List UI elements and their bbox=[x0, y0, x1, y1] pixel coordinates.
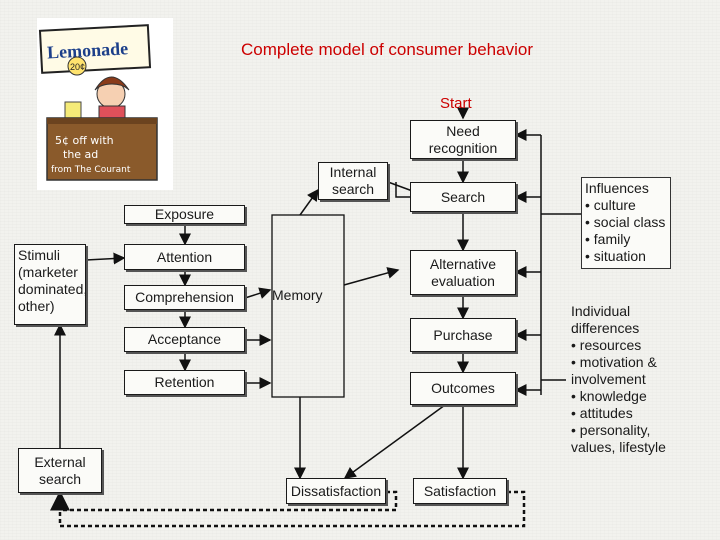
dissatisfaction-box: Dissatisfaction bbox=[286, 478, 386, 504]
dissatisfaction-feedback-loop bbox=[60, 490, 398, 512]
sign-year: 20¢ bbox=[70, 62, 85, 72]
need-recognition-box: Need recognition bbox=[410, 120, 516, 159]
alternative-evaluation-box: Alternative evaluation bbox=[410, 250, 516, 295]
start-label: Start bbox=[440, 95, 472, 112]
memory-label: Memory bbox=[272, 287, 323, 303]
stimuli-to-attention-arrow bbox=[85, 252, 126, 265]
individual-differences-text: Individual differences • resources • mot… bbox=[571, 303, 666, 455]
acceptance-box: Acceptance bbox=[124, 327, 245, 352]
retention-box: Retention bbox=[124, 370, 245, 395]
attention-box: Attention bbox=[124, 244, 245, 270]
page-title: Complete model of consumer behavior bbox=[241, 40, 533, 59]
stand-text-1: 5¢ off with bbox=[55, 134, 114, 147]
memory-to-alt-arrow bbox=[343, 267, 400, 286]
external-search-box: External search bbox=[18, 448, 102, 493]
sign-text: Lemonade bbox=[47, 38, 129, 62]
stand-text-2: the ad bbox=[63, 148, 98, 161]
purchase-box: Purchase bbox=[410, 318, 516, 352]
lemonade-stand-drawing: Lemonade 20¢ 5¢ off with the ad from The… bbox=[38, 24, 158, 181]
outcomes-to-dissatisfaction-arrow bbox=[343, 404, 446, 479]
comprehension-to-memory-arrow bbox=[244, 287, 272, 299]
satisfaction-box: Satisfaction bbox=[413, 478, 507, 504]
stand-text-3: from The Courant bbox=[51, 165, 131, 175]
outcomes-box: Outcomes bbox=[410, 372, 516, 405]
internal-search-box: Internal search bbox=[318, 162, 388, 200]
satisfaction-feedback-loop bbox=[50, 490, 526, 528]
memory-to-internal-arrow bbox=[299, 188, 319, 216]
stimuli-box: Stimuli (marketer dominated, other) bbox=[14, 244, 87, 325]
comprehension-box: Comprehension bbox=[124, 285, 245, 310]
search-box: Search bbox=[410, 182, 516, 212]
influences-box: Influences • culture • social class • fa… bbox=[581, 177, 671, 269]
exposure-box: Exposure bbox=[124, 205, 245, 224]
memory-box-outline bbox=[271, 214, 345, 398]
lemonade-stand-illustration: Lemonade 20¢ 5¢ off with the ad from The… bbox=[37, 18, 173, 190]
